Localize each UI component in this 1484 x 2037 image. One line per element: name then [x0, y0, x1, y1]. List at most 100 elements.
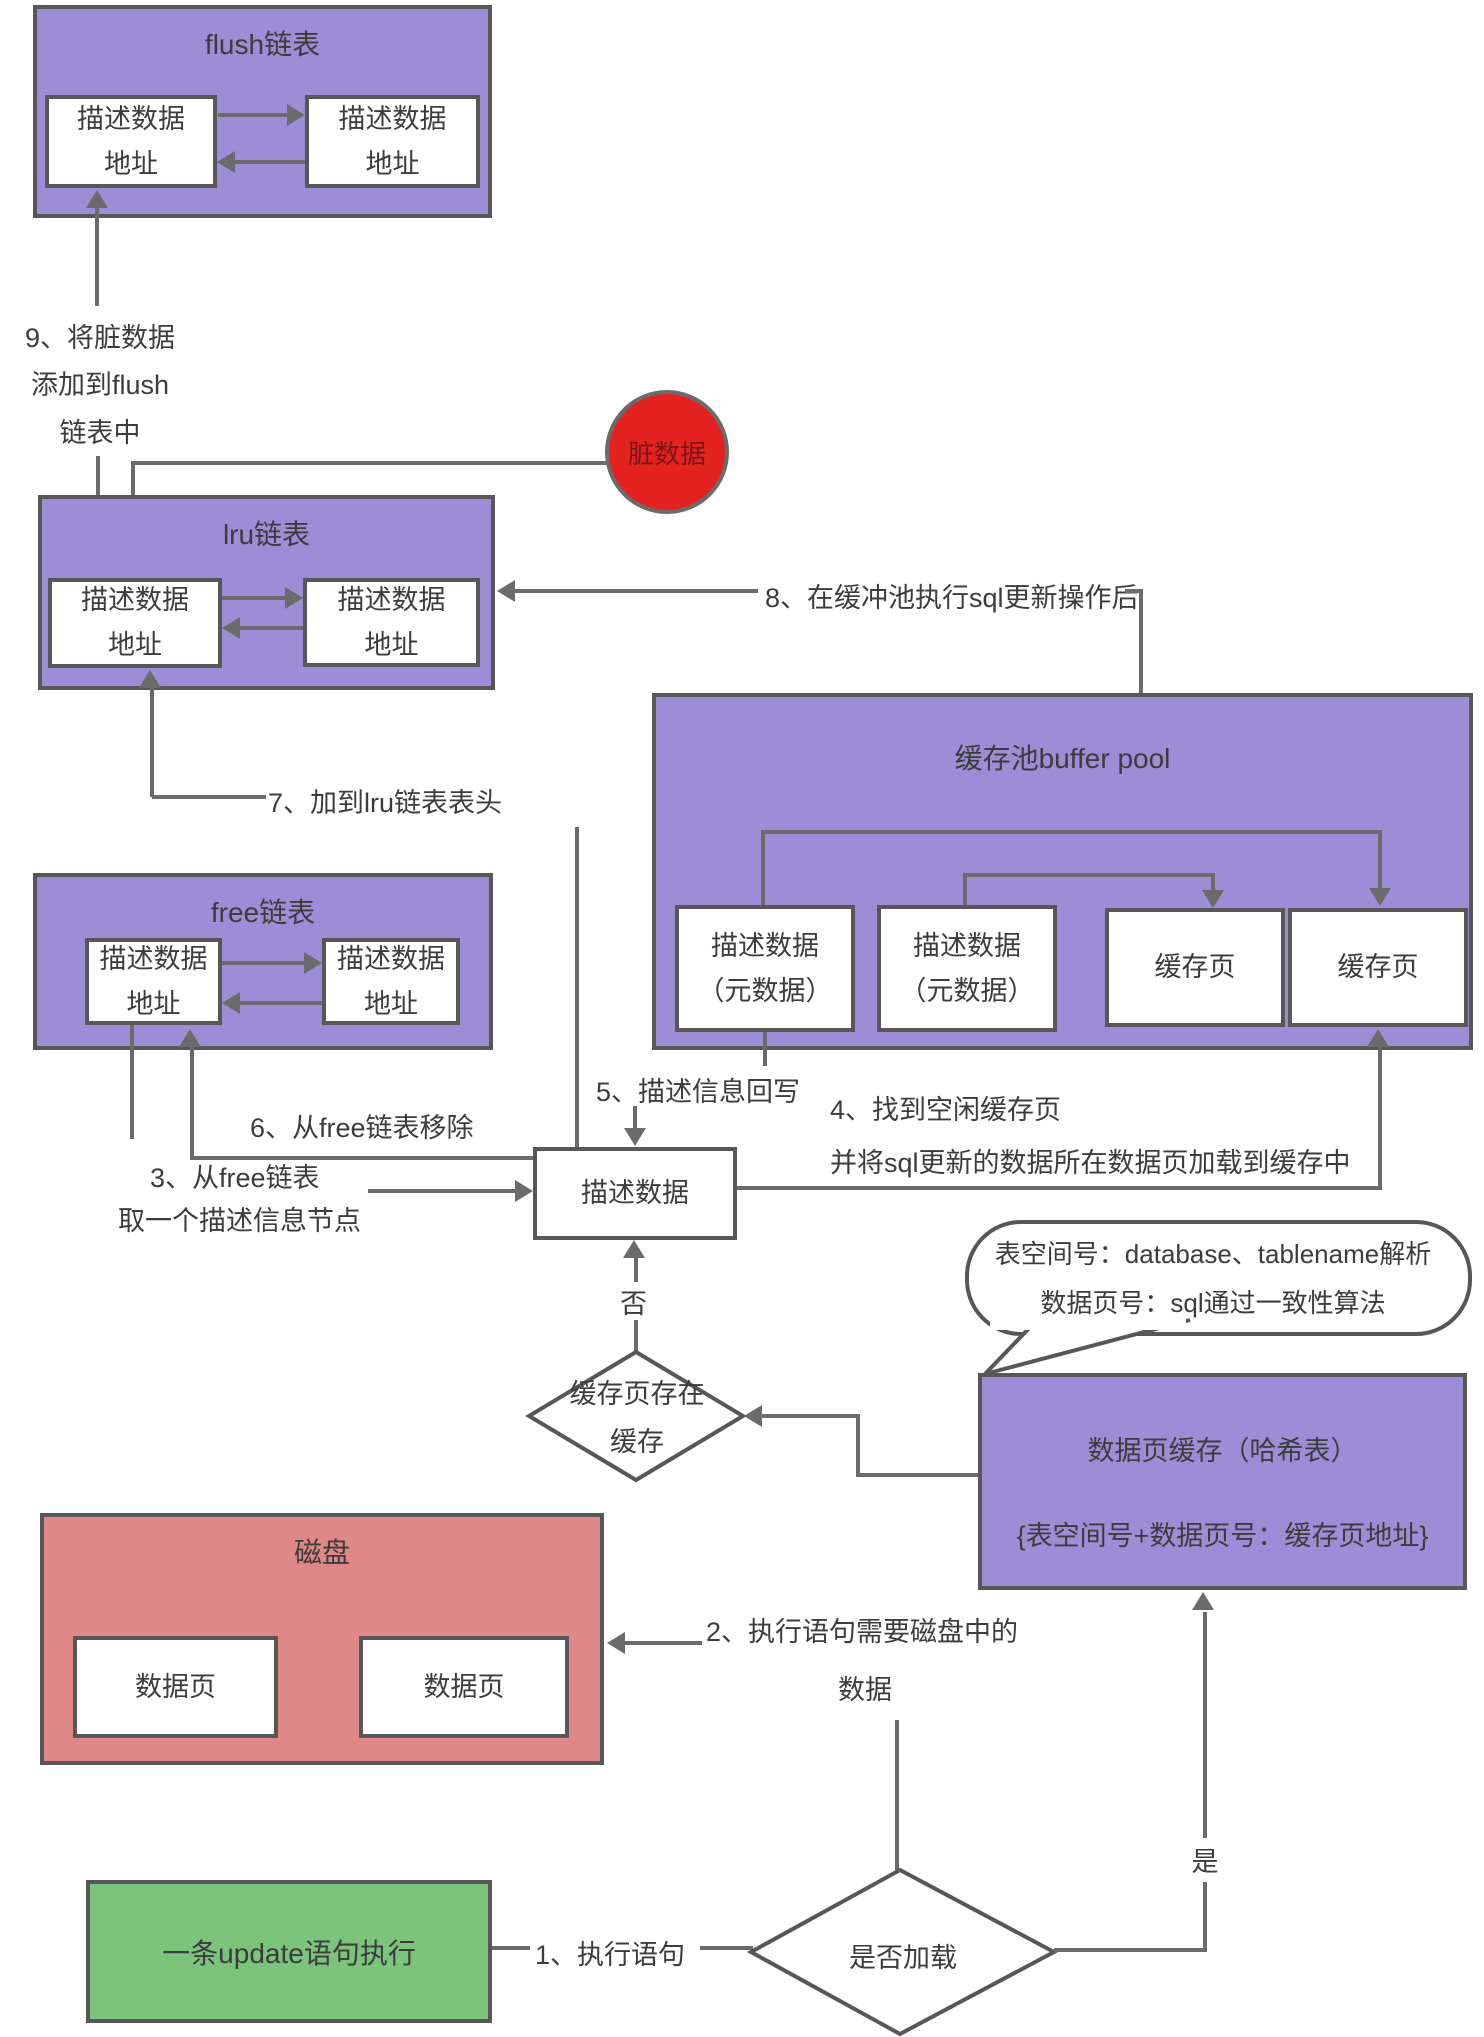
connector-flush-prev [235, 160, 305, 164]
connector-step5-lower [633, 1106, 637, 1130]
descriptor-label: 描述数据 [581, 1178, 689, 1209]
flush-node-2-line1: 描述数据 [338, 103, 447, 134]
connector-flush-next [218, 113, 287, 117]
buffer-pool-title: 缓存池buffer pool [954, 743, 1171, 774]
connector-step6-vertical [190, 1047, 194, 1160]
step7-label: 7、加到lru链表表头 [268, 788, 503, 818]
disk-title: 磁盘 [293, 1537, 350, 1568]
metadata-1-line2: （元数据） [697, 975, 833, 1006]
lru-node-2-line1: 描述数据 [337, 584, 446, 615]
free-node-2-line1: 描述数据 [337, 943, 445, 974]
connector-step7-left [152, 795, 266, 799]
step9-line1: 9、将脏数据 [24, 323, 176, 353]
connector-step8-down [1139, 589, 1143, 695]
callout-line2: 数据页号：sql通过一致性算法 [1040, 1288, 1386, 1318]
arrowhead-into-cache-diamond [744, 1405, 762, 1427]
arrowhead-free-next [304, 952, 322, 974]
hash-cache-line1: 数据页缓存（哈希表） [1087, 1436, 1358, 1466]
update-statement-box: 一条update语句执行 [86, 1880, 492, 2023]
connector-step5-upper [763, 1032, 767, 1066]
decision-cache-line1: 缓存页存在 [569, 1379, 705, 1409]
arrowhead-step2-into-disk [607, 1632, 625, 1654]
free-list-title: free链表 [210, 897, 316, 928]
decision-load-label: 是否加载 [849, 1943, 957, 1973]
arrowhead-flush-next [287, 104, 305, 126]
buffer-pool-metadata-1: 描述数据 （元数据） [675, 905, 855, 1032]
connector-meta1-to-page2 [761, 830, 1382, 834]
connector-step4-vertical [1378, 1047, 1382, 1188]
no-label: 否 [620, 1289, 647, 1319]
arrowhead-into-page2-top [1369, 888, 1391, 906]
arrowhead-step6-into-free [179, 1029, 201, 1047]
arrowhead-lru-prev [222, 617, 240, 639]
arrowhead-step8-into-lru [497, 580, 515, 602]
dirty-data-label: 脏数据 [627, 438, 706, 469]
arrowhead-step3-into-descriptor [515, 1180, 533, 1202]
connector-free-prev [240, 1001, 322, 1005]
decision-cache-line2: 缓存 [610, 1427, 664, 1457]
connector-meta2-to-page1 [963, 873, 1215, 877]
connector-yes-upper [1203, 1612, 1207, 1838]
connector-step4-horizontal [737, 1186, 1382, 1190]
connector-step9-upper [95, 207, 99, 306]
arrowhead-no-into-descriptor [623, 1240, 645, 1258]
step8-label: 8、在缓冲池执行sql更新操作后 [765, 583, 1139, 613]
cache-page-2-label: 缓存页 [1337, 952, 1419, 983]
callout-bubble [965, 1220, 1472, 1376]
connector-page1-down [1211, 873, 1215, 892]
free-node-1-line1: 描述数据 [99, 943, 208, 974]
lru-node-1-line1: 描述数据 [81, 585, 189, 616]
free-node-1-line2: 地址 [126, 988, 181, 1019]
flush-node-2-line2: 地址 [365, 148, 420, 179]
arrowhead-step4-into-page2 [1367, 1029, 1389, 1047]
free-node-1: 描述数据 地址 [85, 938, 222, 1025]
connector-lru-prev [240, 626, 303, 630]
flush-node-2: 描述数据 地址 [305, 95, 480, 188]
arrowhead-step5-into-descriptor [624, 1128, 646, 1146]
descriptor-node: 描述数据 [533, 1147, 737, 1240]
cache-page-1: 缓存页 [1105, 908, 1285, 1027]
connector-step6-horizontal [192, 1156, 533, 1160]
arrowhead-yes-into-hash-cache [1192, 1592, 1214, 1610]
step4-label-line2: 并将sql更新的数据所在数据页加载到缓存中 [830, 1148, 1351, 1178]
connector-yes-horizontal [1054, 1948, 1207, 1952]
dirty-data-circle: 脏数据 [605, 390, 729, 514]
yes-label: 是 [1191, 1847, 1219, 1877]
disk-page-2-label: 数据页 [423, 1671, 505, 1702]
connector-dirty-horizontal [131, 461, 607, 465]
step4-label-line1: 4、找到空闲缓存页 [830, 1095, 1062, 1125]
metadata-2-line1: 描述数据 [913, 930, 1021, 961]
arrowhead-into-page1-top [1202, 890, 1224, 908]
connector-step3-horizontal [368, 1189, 515, 1193]
step5-label: 5、描述信息回写 [596, 1077, 801, 1107]
step9-line3: 链表中 [59, 417, 141, 448]
lru-node-2: 描述数据 地址 [303, 578, 480, 667]
connector-meta1-up [761, 834, 765, 907]
arrowhead-lru-next [285, 587, 303, 609]
buffer-pool-metadata-2: 描述数据 （元数据） [877, 905, 1057, 1032]
cache-page-2: 缓存页 [1288, 908, 1468, 1027]
connector-hash-to-diamond-a [858, 1473, 978, 1477]
disk-page-1-label: 数据页 [135, 1671, 216, 1702]
flush-node-1: 描述数据 地址 [45, 95, 217, 188]
connector-step1-b [700, 1946, 753, 1950]
connector-step7-up [150, 688, 154, 797]
step1-label: 1、执行语句 [535, 1940, 686, 1970]
decision-cache-exists-diamond [525, 1349, 747, 1483]
connector-step2-horizontal [625, 1641, 702, 1645]
lru-node-2-line2: 地址 [364, 629, 419, 660]
connector-lru-next [222, 596, 285, 600]
step3-label-line1: 3、从free链表 [150, 1163, 320, 1193]
step3-label-line2: 取一个描述信息节点 [118, 1206, 361, 1236]
connector-no-upper [634, 1258, 638, 1282]
connector-hash-to-diamond-c [760, 1414, 860, 1418]
connector-page2-down [1378, 830, 1382, 890]
arrowhead-flush-prev [217, 151, 235, 173]
hash-cache-line2: {表空间号+数据页号：缓存页地址} [1016, 1521, 1429, 1551]
free-node-2: 描述数据 地址 [322, 938, 460, 1025]
arrowhead-step9-into-flush [86, 190, 108, 208]
callout-line1: 表空间号：database、tablename解析 [994, 1239, 1432, 1269]
hash-cache-box: 数据页缓存（哈希表） {表空间号+数据页号：缓存页地址} [978, 1373, 1467, 1590]
connector-step1-a [492, 1946, 530, 1950]
